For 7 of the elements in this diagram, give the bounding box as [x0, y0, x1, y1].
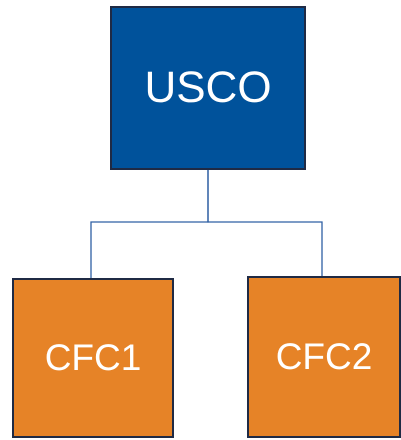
entity-box	[12, 278, 174, 438]
entity-box	[110, 6, 306, 170]
entity-box	[247, 276, 401, 438]
entity-name: CFC2	[276, 336, 372, 378]
entity-name: CFC1	[44, 337, 142, 379]
entity-name: USCO	[144, 63, 272, 113]
connector-line	[207, 170, 323, 276]
